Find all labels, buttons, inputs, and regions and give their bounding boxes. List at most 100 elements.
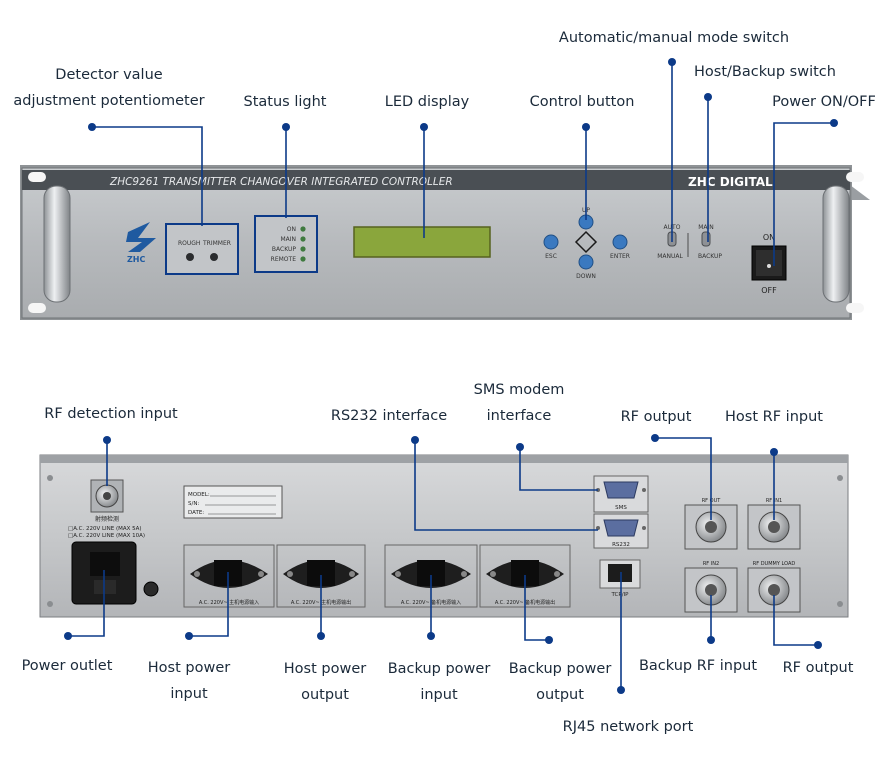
rough-pot[interactable] bbox=[186, 253, 194, 261]
rack-slot bbox=[846, 303, 864, 313]
callout-status-light-text: Status light bbox=[243, 94, 327, 110]
callout-power-outlet: Power outlet bbox=[22, 653, 113, 679]
back-panel: 射频检测 MODEL: S/N: DATE: □A.C. 220V LINE (… bbox=[39, 454, 849, 618]
status-led bbox=[300, 226, 306, 232]
callout-auto-manual-text: Automatic/manual mode switch bbox=[558, 30, 790, 46]
leader-rs232 bbox=[414, 440, 598, 531]
callout-rf-detection: RF detection input bbox=[44, 401, 177, 427]
rf-detect-label: 射频检测 bbox=[95, 515, 119, 523]
mains-note-10a: □A.C. 220V LINE (MAX 10A) bbox=[68, 533, 145, 539]
callout-rf-output-top: RF output bbox=[621, 404, 692, 430]
callout-auto-manual: Automatic/manual mode switch bbox=[559, 25, 789, 51]
status-label-backup: BACKUP bbox=[272, 246, 296, 253]
leader-lines bbox=[68, 62, 834, 690]
control-buttons: UP DOWN ESC ENTER bbox=[543, 207, 630, 280]
ground-terminal bbox=[143, 581, 159, 597]
callout-backup-power-output-line2: output bbox=[536, 687, 584, 703]
rf-in2-label: RF IN2 bbox=[703, 561, 719, 567]
rf-out-connector[interactable] bbox=[684, 504, 738, 550]
status-label-main: MAIN bbox=[280, 236, 296, 243]
callout-backup-power-input: Backup power input bbox=[388, 656, 491, 708]
callout-power-outlet-text: Power outlet bbox=[21, 658, 113, 674]
callout-backup-power-output-line1: Backup power bbox=[508, 661, 612, 677]
leader-dots bbox=[64, 58, 838, 694]
pot-label-trimmer: TRIMMER bbox=[202, 240, 231, 247]
callout-detector: Detector value adjustment potentiometer bbox=[13, 62, 204, 114]
status-led bbox=[300, 256, 306, 262]
leader-rf-output-top bbox=[655, 437, 712, 520]
callout-rf-output-bottom-text: RF output bbox=[782, 660, 854, 676]
power-off-label: OFF bbox=[761, 286, 777, 295]
callout-host-rf-input: Host RF input bbox=[725, 404, 823, 430]
callout-led-display-text: LED display bbox=[384, 94, 470, 110]
direction-pad bbox=[574, 230, 598, 254]
power-on-label: ON bbox=[763, 233, 775, 242]
callout-host-backup: Host/Backup switch bbox=[694, 59, 836, 85]
callout-sms: SMS modem interface bbox=[474, 377, 565, 429]
callout-sms-line2: interface bbox=[486, 408, 552, 424]
callout-host-power-input: Host power input bbox=[148, 655, 230, 707]
rack-slot bbox=[28, 172, 46, 182]
callout-rj45: RJ45 network port bbox=[563, 714, 694, 740]
callout-backup-power-input-line1: Backup power bbox=[387, 661, 491, 677]
callout-power-onoff: Power ON/OFF bbox=[772, 89, 876, 115]
callout-detector-line2: adjustment potentiometer bbox=[13, 93, 205, 109]
status-label-on: ON bbox=[287, 226, 296, 233]
rack-slot bbox=[846, 172, 864, 182]
callout-rf-output-top-text: RF output bbox=[620, 409, 692, 425]
status-led bbox=[300, 246, 306, 252]
leader-detector bbox=[92, 126, 203, 226]
callout-detector-line1: Detector value bbox=[55, 67, 163, 83]
rf-dummy-load-label: RF DUMMY LOAD bbox=[753, 561, 796, 567]
model-title: ZHC9261 TRANSMITTER CHANGOVER INTEGRATED… bbox=[109, 176, 453, 188]
enter-label: ENTER bbox=[610, 253, 630, 260]
left-handle bbox=[43, 185, 71, 303]
sms-port[interactable] bbox=[593, 475, 649, 513]
callout-host-power-output-line1: Host power bbox=[283, 661, 367, 677]
callout-rj45-text: RJ45 network port bbox=[562, 719, 694, 735]
rs232-label: RS232 bbox=[612, 542, 630, 548]
callout-rf-detection-text: RF detection input bbox=[44, 406, 178, 422]
down-button[interactable] bbox=[578, 254, 594, 270]
callout-control-button: Control button bbox=[530, 89, 635, 115]
power-switch-group: ON OFF bbox=[751, 233, 787, 295]
esc-button[interactable] bbox=[543, 234, 559, 250]
callout-host-rf-input-text: Host RF input bbox=[725, 409, 823, 425]
callout-host-power-output: Host power output bbox=[284, 656, 366, 708]
callout-host-power-output-line2: output bbox=[301, 687, 349, 703]
ac-socket-host-in[interactable] bbox=[183, 544, 275, 608]
rs232-port[interactable] bbox=[593, 513, 649, 549]
status-light-box: ON MAIN BACKUP REMOTE bbox=[254, 215, 318, 273]
nameplate-date: DATE: bbox=[188, 510, 204, 516]
nameplate-model: MODEL: bbox=[188, 492, 210, 498]
pot-label-rough: ROUGH bbox=[178, 240, 200, 247]
led-display bbox=[353, 226, 491, 258]
callout-host-power-input-line2: input bbox=[170, 686, 208, 702]
rj45-port[interactable] bbox=[599, 559, 641, 589]
esc-label: ESC bbox=[545, 253, 557, 260]
rj45-label: TCP/IP bbox=[611, 592, 630, 598]
leader-power-outlet bbox=[68, 570, 105, 637]
callout-rs232: RS232 interface bbox=[331, 403, 447, 429]
leader-power bbox=[773, 122, 834, 266]
callout-backup-power-input-line2: input bbox=[420, 687, 458, 703]
zhc-logo: ZHC bbox=[126, 222, 156, 264]
callout-status-light: Status light bbox=[244, 89, 327, 115]
callout-sms-line1: SMS modem bbox=[473, 382, 565, 398]
trimmer-pot[interactable] bbox=[210, 253, 218, 261]
status-led bbox=[300, 236, 306, 242]
nameplate: MODEL: S/N: DATE: bbox=[183, 485, 283, 519]
front-panel: ZHC9261 TRANSMITTER CHANGOVER INTEGRATED… bbox=[20, 165, 870, 320]
callout-backup-rf-input: Backup RF input bbox=[639, 653, 757, 679]
leader-host-power-input bbox=[189, 572, 229, 637]
potentiometer-box: ROUGH TRIMMER bbox=[165, 223, 239, 275]
enter-button[interactable] bbox=[612, 234, 628, 250]
leader-sms bbox=[519, 447, 598, 491]
mains-note-5a: □A.C. 220V LINE (MAX 5A) bbox=[68, 526, 142, 532]
sms-label: SMS bbox=[615, 505, 627, 511]
status-label-remote: REMOTE bbox=[271, 256, 297, 263]
callout-led-display: LED display bbox=[385, 89, 470, 115]
leader-backup-power-output bbox=[524, 575, 549, 641]
